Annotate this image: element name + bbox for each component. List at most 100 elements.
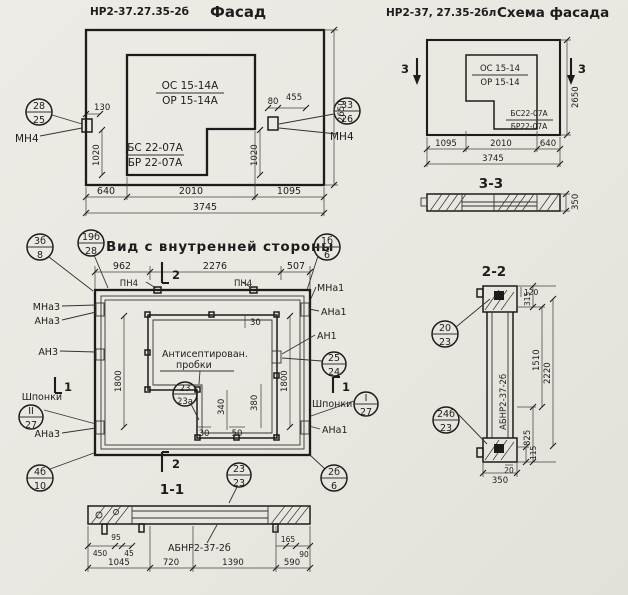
callout-key-left: II 27 xyxy=(18,404,44,431)
facade-anchor-left-label: МН4 xyxy=(15,133,39,145)
schema-dim-640: 640 xyxy=(540,139,556,149)
schema-section-mark-right: 3 xyxy=(567,58,586,85)
inner-dim-2276: 2276 xyxy=(203,261,227,272)
callout-2b: 2б 6 xyxy=(320,464,348,492)
dim-2220: 2220 xyxy=(543,362,553,384)
callout-1b: 1б 6 xyxy=(313,233,341,261)
facade-dim2650-ticks xyxy=(330,26,338,189)
section-2-2-bottom-hook xyxy=(476,447,484,458)
section-3-3-hatching xyxy=(429,193,560,212)
schema-dim2650-ext xyxy=(560,39,571,136)
callout-top: 3б xyxy=(34,236,46,247)
facade-drawing: НР2-37.27.35-2б Фасад ОС 15-14А ОР 15-14… xyxy=(15,3,361,217)
callout-top: 19б xyxy=(82,232,100,243)
inner-top-anchor-right xyxy=(249,286,258,294)
inner-edge-details xyxy=(95,302,310,435)
facade-anchor-left-mark xyxy=(81,118,93,133)
schema-ext-lines xyxy=(426,131,561,167)
callout-bottom: 28 xyxy=(85,246,97,257)
section-2-2-bottom-anchor xyxy=(494,444,504,453)
inner-panel-outline xyxy=(93,288,312,457)
inner-label-ana1-bottom: АНа1 xyxy=(322,425,348,436)
facade-dim130-ticks xyxy=(82,110,104,118)
inner-view-title: Вид с внутренней стороны xyxy=(106,239,334,255)
inner-label-shponki-left: Шпонки xyxy=(22,392,62,403)
section-mark-label: 1 xyxy=(342,380,350,394)
section-1-1-hatching xyxy=(90,505,310,525)
dim-1390: 1390 xyxy=(222,558,244,568)
section-2-2-callout-leaders xyxy=(455,298,491,445)
callout-bottom: 23а xyxy=(177,397,193,407)
facade-title-code: НР2-37.27.35-2б xyxy=(90,6,189,18)
callout-23a: 23 23а xyxy=(172,381,198,407)
dim-315: 315 xyxy=(523,291,532,306)
dim-1510: 1510 xyxy=(532,349,542,371)
facade-dim1020-lines xyxy=(101,130,261,175)
callout-top: 33 xyxy=(341,100,353,111)
plug-note-line1: Антисептирован. xyxy=(162,349,248,360)
dim-20: 20 xyxy=(504,466,514,475)
dim-165: 165 xyxy=(281,535,296,544)
inner-dim-1800-right: 1800 xyxy=(280,370,290,392)
schema-drawing: НР2-37, 27.35-2бл Схема фасада ОС 15-14 … xyxy=(386,5,609,215)
callout-top: II xyxy=(28,406,34,417)
section-2-mark-top: 2 xyxy=(160,262,180,285)
callout-19b: 19б 28 xyxy=(77,229,105,257)
facade-anchor-right-label: МН4 xyxy=(330,131,354,143)
section-2-2-dim-ticks xyxy=(522,282,557,466)
section-1-1-part-leader xyxy=(206,524,218,544)
facade-sill-label-bottom: БР 22-07А xyxy=(128,157,183,169)
callout-bottom: 27 xyxy=(25,420,37,431)
inner-label-ana3-bottom: АНа3 xyxy=(34,429,60,440)
section-3-3-profile: 350 xyxy=(420,190,581,215)
inner-dim-1800-left: 1800 xyxy=(114,370,124,392)
inner-top-dim-ticks xyxy=(91,268,314,276)
callout-4b: 4б 10 xyxy=(26,464,54,492)
antiseptic-plug-marks xyxy=(144,311,280,441)
schema-dim-lines xyxy=(427,148,560,165)
inner-opening-outline xyxy=(147,314,278,439)
facade-dim2650-ext xyxy=(324,29,338,186)
plug-note-leader xyxy=(160,370,234,385)
section-2-2-ext-lines xyxy=(517,285,556,463)
facade-callout-left: 28 25 xyxy=(25,98,53,126)
callout-bottom: 23 xyxy=(440,423,452,434)
schema-sill-label-bottom: БР22-07А xyxy=(511,122,548,131)
section-mark-arrow xyxy=(567,75,575,85)
dim-720: 720 xyxy=(163,558,179,568)
inner-dim-50: 50 xyxy=(232,429,243,439)
schema-sill-label-top: БС22-07А xyxy=(510,109,548,118)
callout-bottom: 25 xyxy=(33,115,45,126)
callout-bottom: 6 xyxy=(324,250,330,261)
section-2-2-drawing: 2-2 АБНР2-37-2б 20 23 24б 23 120 315 151… xyxy=(431,264,557,486)
section-1-mark-left: 1 xyxy=(53,377,72,395)
callout-bottom: 23 xyxy=(439,337,451,348)
section-mark-label: 2 xyxy=(172,268,180,282)
section-3-3-dim-ticks xyxy=(562,190,570,215)
callout-bottom: 23 xyxy=(233,478,245,489)
inner-dim-507: 507 xyxy=(287,261,305,272)
schema-dim-1095: 1095 xyxy=(435,139,457,149)
dim-1045: 1045 xyxy=(108,558,130,568)
inner-label-pn4-left: ПН4 xyxy=(120,279,138,289)
dim-825: 825 xyxy=(523,430,533,446)
callout-top: 1б xyxy=(321,236,333,247)
facade-dim-1020-left: 1020 xyxy=(92,144,102,166)
section-1-1-outline xyxy=(87,505,311,525)
inner-label-pn4-right: ПН4 xyxy=(234,279,252,289)
callout-bottom: 8 xyxy=(37,250,43,261)
inner-label-mna3: МНа3 xyxy=(33,302,60,313)
inner-view-drawing: Вид с внутренней стороны 3б 8 19б 28 1б … xyxy=(18,229,379,504)
inner-top-ext-lines xyxy=(94,266,311,289)
schema-opening-label-top: ОС 15-14 xyxy=(480,64,520,74)
schema-title-word: Схема фасада xyxy=(497,5,609,21)
section-1-1-anchor-hooks xyxy=(101,523,279,535)
section-1-1-part-label: АБНР2-37-2б xyxy=(168,543,231,554)
facade-bottom-ext-lines xyxy=(85,131,325,216)
facade-dim-2010: 2010 xyxy=(179,186,203,197)
dim-350-ext xyxy=(482,462,518,477)
section-1-1-detail-circle-1 xyxy=(95,511,103,519)
inner-label-shponki-right: Шпонки xyxy=(312,399,352,410)
